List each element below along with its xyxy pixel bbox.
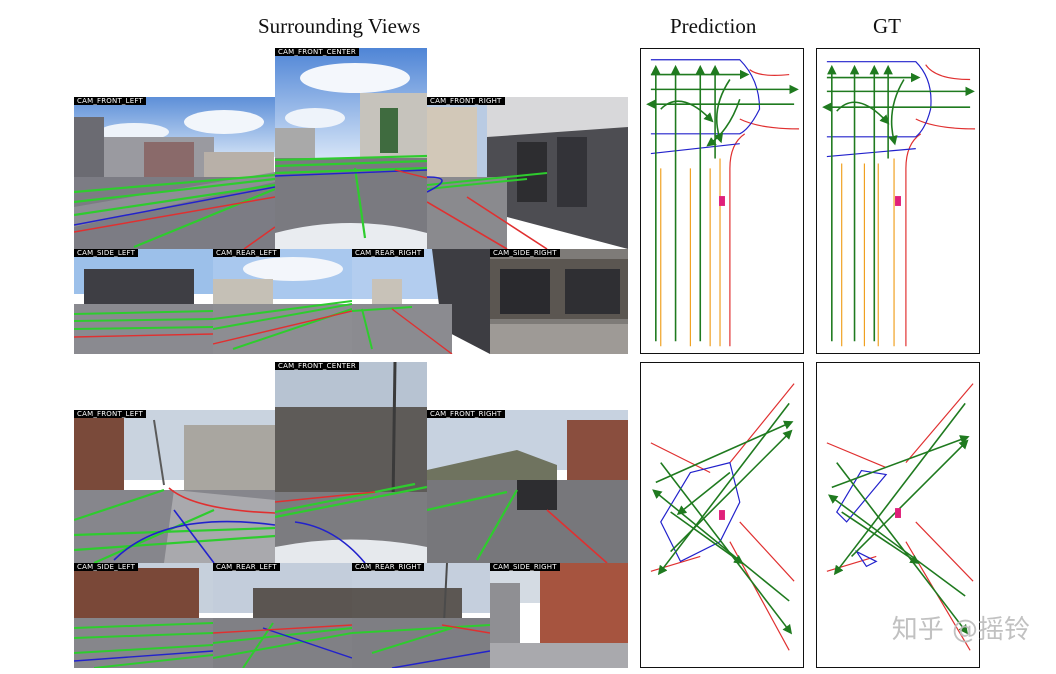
- camera-label: CAM_SIDE_RIGHT: [490, 563, 560, 571]
- lane-overlay: [74, 310, 213, 338]
- gt-map-2: [816, 362, 980, 668]
- camera-label: CAM_REAR_LEFT: [213, 249, 280, 257]
- camera-image: [275, 362, 427, 563]
- camera-image: [74, 410, 275, 563]
- camera-front-left-2: CAM_FRONT_LEFT: [74, 410, 275, 563]
- camera-front-right-2: CAM_FRONT_RIGHT: [427, 410, 628, 563]
- watermark-text: 知乎 @摇铃: [891, 615, 1030, 645]
- lane-overlay: [74, 173, 275, 249]
- camera-label: CAM_SIDE_LEFT: [74, 563, 139, 571]
- camera-image: [490, 249, 628, 354]
- map-drawing: [646, 59, 800, 347]
- camera-label: CAM_FRONT_LEFT: [74, 97, 146, 105]
- surrounding-views-title: Surrounding Views: [258, 14, 421, 38]
- camera-label: CAM_FRONT_LEFT: [74, 410, 146, 418]
- gt-title: GT: [873, 14, 901, 38]
- ego-vehicle-icon: [895, 508, 901, 518]
- camera-side-left-2: CAM_SIDE_LEFT: [74, 563, 213, 668]
- camera-rear-left-2: CAM_REAR_LEFT: [213, 563, 352, 668]
- camera-rear-left-1: CAM_REAR_LEFT: [213, 249, 352, 354]
- camera-label: CAM_REAR_RIGHT: [352, 249, 425, 257]
- camera-front-left-1: CAM_FRONT_LEFT: [74, 97, 275, 249]
- camera-image: [213, 249, 352, 354]
- camera-image: [352, 563, 490, 668]
- lane-overlay: [352, 624, 490, 668]
- lane-overlay: [275, 482, 427, 563]
- camera-image: [427, 410, 628, 563]
- gt-map-1: [816, 48, 980, 354]
- lane-overlay: [427, 172, 548, 249]
- camera-label: CAM_SIDE_RIGHT: [490, 249, 560, 257]
- lane-overlay: [352, 306, 453, 354]
- map-drawing: [650, 383, 795, 651]
- camera-front-center-2: CAM_FRONT_CENTER: [275, 362, 427, 563]
- camera-image: [352, 249, 490, 354]
- camera-front-right-1: CAM_FRONT_RIGHT: [427, 97, 628, 249]
- camera-label: CAM_FRONT_RIGHT: [427, 97, 505, 105]
- camera-side-left-1: CAM_SIDE_LEFT: [74, 249, 213, 354]
- prediction-map-2: [640, 362, 804, 668]
- lane-overlay: [275, 154, 427, 239]
- camera-rear-right-2: CAM_REAR_RIGHT: [352, 563, 490, 668]
- camera-label: CAM_REAR_LEFT: [213, 563, 280, 571]
- ego-vehicle-icon: [719, 510, 725, 520]
- lane-overlay: [74, 487, 275, 563]
- camera-label: CAM_FRONT_CENTER: [275, 48, 359, 56]
- camera-front-center-1: CAM_FRONT_CENTER: [275, 48, 427, 249]
- camera-label: CAM_REAR_RIGHT: [352, 563, 425, 571]
- camera-image: [275, 48, 427, 249]
- lane-overlay: [213, 300, 352, 350]
- prediction-title: Prediction: [670, 14, 757, 38]
- camera-label: CAM_FRONT_RIGHT: [427, 410, 505, 418]
- prediction-map-1: [640, 48, 804, 354]
- ego-vehicle-icon: [719, 196, 725, 206]
- camera-image: [490, 563, 628, 668]
- map-drawing: [826, 383, 974, 651]
- camera-rear-right-1: CAM_REAR_RIGHT: [352, 249, 490, 354]
- lane-overlay: [213, 622, 352, 668]
- camera-side-right-1: CAM_SIDE_RIGHT: [490, 249, 628, 354]
- camera-image: [74, 249, 213, 354]
- camera-side-right-2: CAM_SIDE_RIGHT: [490, 563, 628, 668]
- camera-image: [427, 97, 628, 249]
- lane-overlay: [74, 622, 213, 668]
- camera-label: CAM_SIDE_LEFT: [74, 249, 139, 257]
- map-drawing: [822, 61, 976, 347]
- camera-label: CAM_FRONT_CENTER: [275, 362, 359, 370]
- lane-overlay: [427, 489, 608, 563]
- camera-image: [213, 563, 352, 668]
- ego-vehicle-icon: [895, 196, 901, 206]
